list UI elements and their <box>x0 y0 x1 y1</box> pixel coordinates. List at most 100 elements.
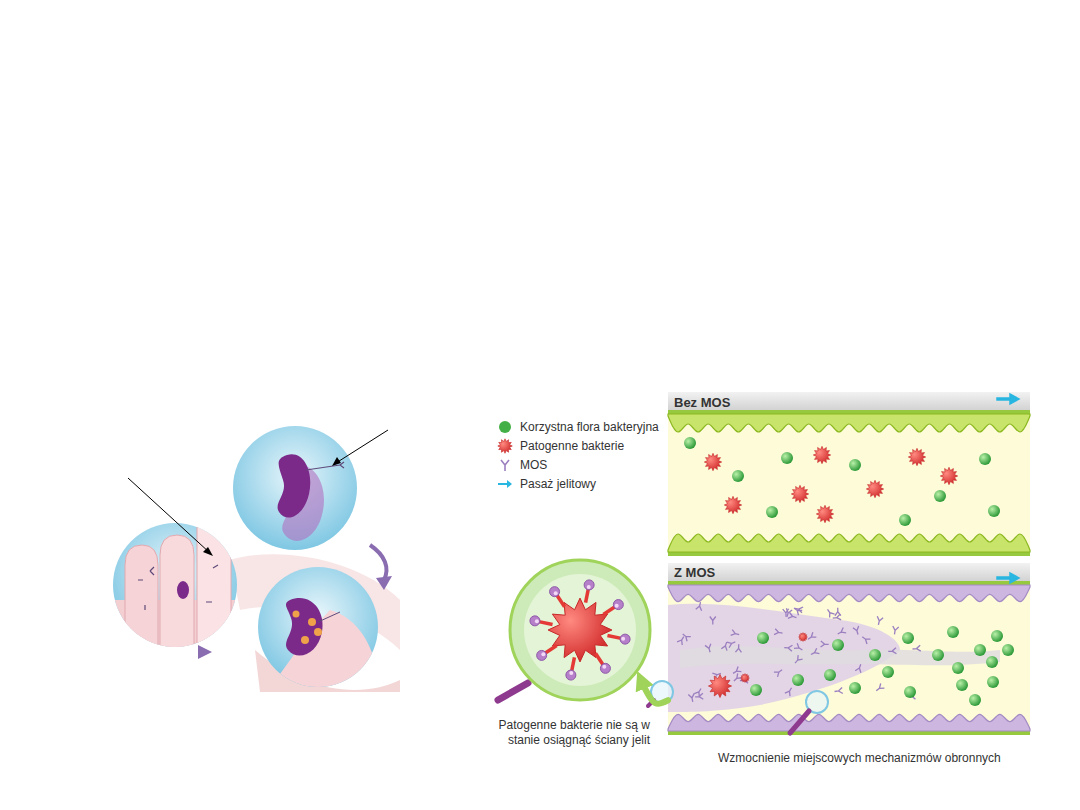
beneficial-bacterium <box>934 490 946 502</box>
beneficial-bacterium <box>1002 644 1014 656</box>
beneficial-bacterium <box>781 452 793 464</box>
legend-text: Pasaż jelitowy <box>520 477 596 491</box>
beneficial-bacterium <box>732 470 744 482</box>
beneficial-bacterium <box>882 666 894 678</box>
legend-row: MOS <box>497 455 659 474</box>
mos-fragment <box>710 617 716 625</box>
beneficial-bacterium <box>979 453 991 465</box>
mos-fragment <box>774 667 784 677</box>
mos-fragment <box>794 643 804 652</box>
pathogenic-bacterium <box>708 674 731 697</box>
beneficial-bacterium <box>849 682 861 694</box>
pathogenic-bacterium <box>791 485 808 502</box>
mos-fragment <box>705 644 713 653</box>
transit-arrow <box>997 394 1019 404</box>
beneficial-bacterium <box>832 639 844 651</box>
beneficial-bacterium <box>849 459 861 471</box>
panel-heading: Z MOS <box>668 562 715 580</box>
intestine-section: Bez MOS <box>668 392 1030 557</box>
mos-fragment <box>832 614 841 621</box>
beneficial-bacterium <box>750 684 762 696</box>
mos-fragment <box>912 645 921 652</box>
pathogenic-bacterium <box>940 467 957 484</box>
intestine-panel <box>668 392 1030 556</box>
mos-fragment <box>774 629 783 636</box>
beneficial-bacterium <box>932 649 944 661</box>
legend-text: Korzystna flora bakteryjna <box>520 420 659 434</box>
mos-fragment <box>888 648 896 655</box>
intestine-panel <box>668 563 1030 735</box>
legend-symbol <box>497 476 513 492</box>
beneficial-bacterium <box>869 649 881 661</box>
beneficial-bacterium <box>991 630 1003 642</box>
legend-row: Korzystna flora bakteryjna <box>497 417 659 436</box>
magnifier-outline <box>508 558 652 702</box>
beneficial-bacterium <box>899 514 911 526</box>
mos-fragment <box>784 645 792 652</box>
legend-symbol <box>497 438 513 454</box>
legend-text: MOS <box>520 458 547 472</box>
magnifier-circle: Patogenne bakterie nie są w stanie osiąg… <box>508 558 652 702</box>
mos-fragment <box>861 634 871 644</box>
transit-arrow <box>997 573 1019 583</box>
flow-arrowhead <box>198 645 212 659</box>
legend-text: Patogenne bakterie <box>520 439 624 453</box>
pathogenic-bacterium <box>813 446 830 463</box>
mos-fragment <box>836 628 846 637</box>
magnifier-handle <box>790 711 809 733</box>
mos-fragment <box>810 648 820 657</box>
pathogenic-bacterium <box>724 496 741 513</box>
beneficial-bacterium <box>947 626 959 638</box>
villi <box>668 414 1030 432</box>
mos-fragment <box>696 602 704 611</box>
beneficial-bacterium <box>974 644 986 656</box>
beneficial-bacterium <box>987 676 999 688</box>
mos-fragment <box>727 639 737 648</box>
pathogenic-bacterium <box>816 505 833 522</box>
highlight-arrow <box>640 678 668 704</box>
beneficial-bacterium <box>956 679 968 691</box>
annotation-label: Wzmocnienie miejscowych mechanizmów obro… <box>718 751 1001 765</box>
mos-fragment <box>688 693 695 702</box>
pathogen-magnification <box>233 426 357 550</box>
flow-arrow <box>370 545 386 580</box>
mos-fragment <box>731 630 740 638</box>
legend-row: Pasaż jelitowy <box>497 474 659 493</box>
beneficial-bacterium <box>986 656 998 668</box>
mos-fragment <box>874 683 884 693</box>
pathogenic-bacterium <box>866 480 883 497</box>
mos-fragment <box>785 686 794 696</box>
intestine-section: Z MOS <box>668 562 1030 737</box>
beneficial-bacterium <box>757 632 769 644</box>
pointer-line <box>336 430 388 463</box>
villi <box>668 585 1030 602</box>
mos-fragment <box>731 667 741 676</box>
beneficial-bacterium <box>824 669 836 681</box>
mos-fragment <box>855 663 863 673</box>
legend-row: Patogenne bakterie <box>497 436 659 455</box>
mos-fragment <box>788 613 797 621</box>
mos-fragment <box>825 608 835 618</box>
pointer-head <box>332 457 341 466</box>
magnifier-handle <box>498 683 528 700</box>
pathogenic-bacterium <box>799 633 808 642</box>
pointer-head <box>203 547 213 556</box>
pointer-line <box>128 478 210 553</box>
mos-fragment <box>792 606 802 616</box>
mos-fragment <box>695 693 703 700</box>
mos-fragment <box>821 641 829 647</box>
mos-fragment <box>694 687 703 697</box>
beneficial-bacterium <box>766 506 778 518</box>
mos-fragment <box>834 688 843 695</box>
caption-text: Patogenne bakterie nie są w stanie osiąg… <box>498 718 650 748</box>
legend-swatch <box>497 419 513 435</box>
mos-fragment <box>735 644 741 652</box>
beneficial-bacterium <box>684 437 696 449</box>
legend-symbol <box>497 457 513 473</box>
flow-arrowhead <box>376 576 392 590</box>
beneficial-bacterium <box>792 674 804 686</box>
legend: Korzystna flora bakteryjnaPatogenne bakt… <box>497 417 659 493</box>
mos-fragment <box>892 626 899 635</box>
beneficial-bacterium <box>902 632 914 644</box>
panel-heading: Bez MOS <box>668 392 730 410</box>
